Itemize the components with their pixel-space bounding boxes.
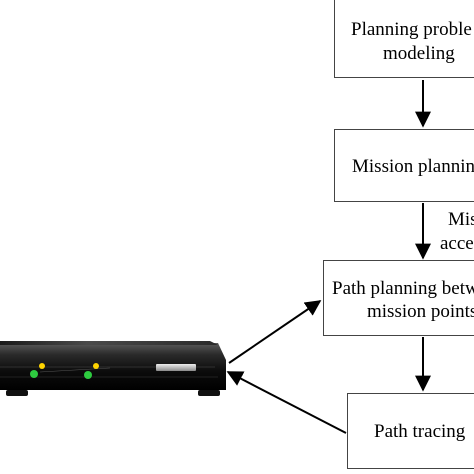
planning-modeling-label-line2: modeling — [383, 43, 455, 64]
mission-acceleration-label-line2: acce — [440, 233, 474, 254]
path-tracing-label: Path tracing — [374, 421, 466, 442]
path-planning-label-line2: mission points — [367, 301, 474, 322]
arrow-device-to-path-planning — [228, 300, 322, 364]
mission-planning-label: Mission plannin — [352, 156, 474, 177]
mission-acceleration-label-line1: Mis — [448, 209, 474, 230]
planning-modeling-label-line1: Planning proble — [351, 19, 472, 40]
path-tracing-box — [347, 393, 474, 469]
path-planning-box — [323, 260, 474, 336]
yellow-led-right — [93, 363, 99, 369]
green-led-right — [84, 371, 92, 379]
mission-planning-box — [334, 129, 474, 202]
green-led-left — [30, 370, 38, 378]
router-device-icon — [0, 341, 226, 396]
yellow-led-left — [39, 363, 45, 369]
arrow-path-tracing-to-device — [226, 371, 347, 434]
planning-modeling-box — [334, 0, 474, 78]
path-planning-label-line1: Path planning betw — [332, 278, 474, 299]
